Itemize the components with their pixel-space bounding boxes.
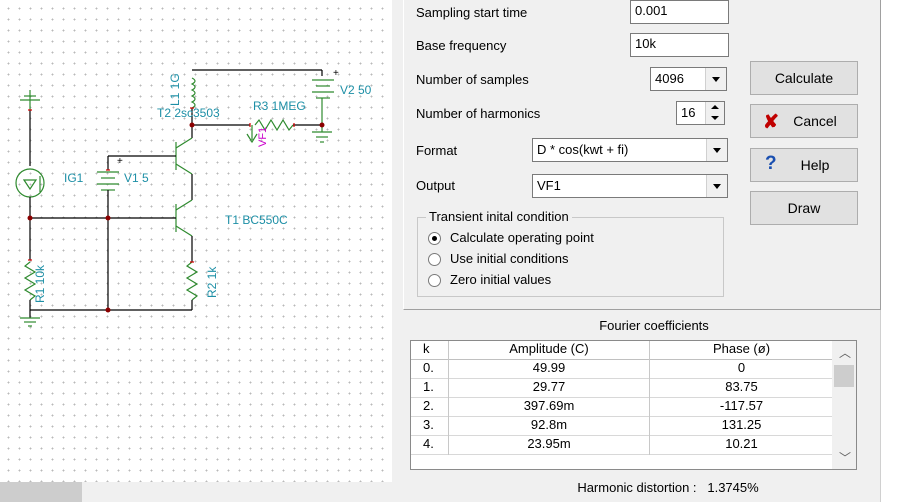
column-header-amplitude: Amplitude (C) — [449, 341, 650, 360]
table-row[interactable]: 3. 92.8m 131.25 — [411, 417, 833, 436]
number-of-harmonics-spinner[interactable]: 16 — [676, 101, 725, 125]
settings-panel — [403, 0, 881, 310]
column-header-phase: Phase (ø) — [712, 341, 771, 356]
table-row[interactable]: 0. 49.99 0 — [411, 360, 833, 379]
ig1-current-source-symbol — [15, 110, 45, 260]
right-margin — [880, 0, 919, 502]
cell-amplitude: 397.69m — [449, 398, 650, 417]
t2-transistor-symbol — [160, 125, 193, 175]
v1-plus-label: + — [117, 156, 123, 167]
number-of-samples-label: Number of samples — [416, 72, 529, 87]
number-of-samples-value: 4096 — [655, 71, 684, 86]
r1-label: R1 10k — [33, 264, 47, 303]
v2-ground-symbol — [312, 125, 332, 143]
format-value: D * cos(kwt + fi) — [537, 142, 629, 157]
cell-k: 3. — [411, 417, 449, 436]
cell-amplitude: 23.95m — [449, 436, 650, 455]
cell-phase: -117.57 — [719, 398, 764, 413]
help-icon: ? — [765, 153, 777, 174]
left-top-ground-symbol — [20, 90, 40, 110]
horizontal-scrollbar[interactable] — [0, 482, 392, 502]
calculate-button[interactable]: Calculate — [750, 61, 858, 95]
base-frequency-input[interactable]: 10k — [630, 33, 729, 57]
table-row[interactable]: 4. 23.95m 10.21 — [411, 436, 833, 455]
fourier-coefficients-table: k Amplitude (C) Phase (ø) 0. 49.99 0 1. … — [410, 340, 857, 470]
v1-label: V1 5 — [124, 171, 149, 185]
t1-transistor-symbol — [108, 190, 193, 237]
v2-battery-symbol — [312, 79, 334, 125]
cell-phase: 0 — [737, 360, 746, 375]
v2-plus-label: + — [333, 68, 339, 79]
schematic-canvas[interactable]: T2 2sc3503 R3 1MEG L1 1G V2 50 + VF1 IG1… — [0, 0, 392, 482]
harmonic-distortion-readout: Harmonic distortion : 1.3745% — [577, 480, 759, 495]
format-label: Format — [416, 143, 458, 158]
radio-label-zero-initial-values: Zero initial values — [450, 272, 552, 287]
output-label: Output — [416, 178, 456, 193]
output-value: VF1 — [537, 178, 561, 193]
table-row[interactable]: 1. 29.77 83.75 — [411, 379, 833, 398]
radio-use-initial-conditions[interactable] — [428, 253, 441, 266]
spin-up-icon[interactable] — [705, 102, 724, 113]
cell-amplitude: 29.77 — [449, 379, 650, 398]
chevron-down-icon[interactable] — [706, 139, 727, 161]
t2-label: T2 2sc3503 — [157, 106, 220, 120]
radio-label-use-initial-conditions: Use initial conditions — [450, 251, 569, 266]
number-of-harmonics-value: 16 — [681, 105, 696, 120]
r3-label: R3 1MEG — [253, 99, 306, 113]
base-frequency-label: Base frequency — [416, 38, 507, 53]
spin-down-icon[interactable] — [705, 113, 724, 124]
cell-k: 2. — [411, 398, 449, 417]
v1-battery-symbol — [97, 156, 119, 310]
cell-k: 1. — [411, 379, 449, 398]
r1-resistor-symbol — [23, 261, 37, 301]
output-select[interactable]: VF1 — [532, 174, 728, 198]
transient-condition-title: Transient inital condition — [426, 209, 572, 224]
r2-resistor-symbol — [185, 261, 199, 301]
cell-k: 0. — [411, 360, 449, 379]
cell-k: 4. — [411, 436, 449, 455]
table-row[interactable]: 2. 397.69m -117.57 — [411, 398, 833, 417]
table-scrollbar-thumb[interactable] — [834, 365, 854, 387]
number-of-samples-select[interactable]: 4096 — [650, 67, 727, 91]
scroll-up-icon[interactable]: ︿ — [839, 346, 852, 360]
sampling-start-input[interactable]: 0.001 — [630, 0, 729, 24]
l1-label: L1 1G — [168, 73, 182, 106]
bottom-ground-symbol — [20, 317, 40, 327]
ig1-label: IG1 — [64, 171, 84, 185]
draw-button[interactable]: Draw — [750, 191, 858, 225]
close-icon: ✘ — [763, 112, 779, 133]
circuit-diagram: T2 2sc3503 R3 1MEG L1 1G V2 50 + VF1 IG1… — [15, 68, 372, 327]
chevron-down-icon[interactable] — [705, 68, 726, 90]
radio-zero-initial-values[interactable] — [428, 274, 441, 287]
v2-label: V2 50 — [340, 83, 372, 97]
r2-label: R2 1k — [205, 266, 219, 298]
sampling-start-label: Sampling start time — [416, 5, 528, 20]
format-select[interactable]: D * cos(kwt + fi) — [532, 138, 728, 162]
cancel-button[interactable]: ✘ Cancel — [750, 104, 858, 138]
radio-label-calculate-operating-point: Calculate operating point — [450, 230, 594, 245]
number-of-harmonics-label: Number of harmonics — [416, 106, 541, 121]
column-header-k: k — [411, 341, 449, 360]
table-header: k Amplitude (C) Phase (ø) — [411, 341, 833, 360]
cancel-button-label: Cancel — [793, 113, 837, 129]
calculate-button-label: Calculate — [774, 70, 834, 86]
l1-inductor-symbol — [190, 77, 196, 109]
t1-label: T1 BC550C — [225, 213, 288, 227]
cell-phase: 10.21 — [725, 436, 758, 451]
draw-button-label: Draw — [787, 200, 821, 216]
radio-calculate-operating-point[interactable] — [428, 232, 441, 245]
chevron-down-icon[interactable] — [706, 175, 727, 197]
cell-amplitude: 92.8m — [449, 417, 650, 436]
cell-amplitude: 49.99 — [449, 360, 650, 379]
r3-resistor-symbol — [254, 118, 294, 132]
cell-phase: 83.75 — [725, 379, 758, 394]
scroll-down-icon[interactable]: ﹀ — [839, 451, 852, 465]
help-button[interactable]: ? Help — [750, 148, 858, 182]
cell-phase: 131.25 — [721, 417, 762, 432]
help-button-label: Help — [800, 157, 830, 173]
fourier-coefficients-title: Fourier coefficients — [599, 318, 709, 333]
horizontal-scrollbar-thumb[interactable] — [0, 482, 82, 502]
table-vertical-scrollbar[interactable]: ︿ ﹀ — [832, 341, 856, 469]
vf1-label: VF1 — [257, 127, 269, 147]
